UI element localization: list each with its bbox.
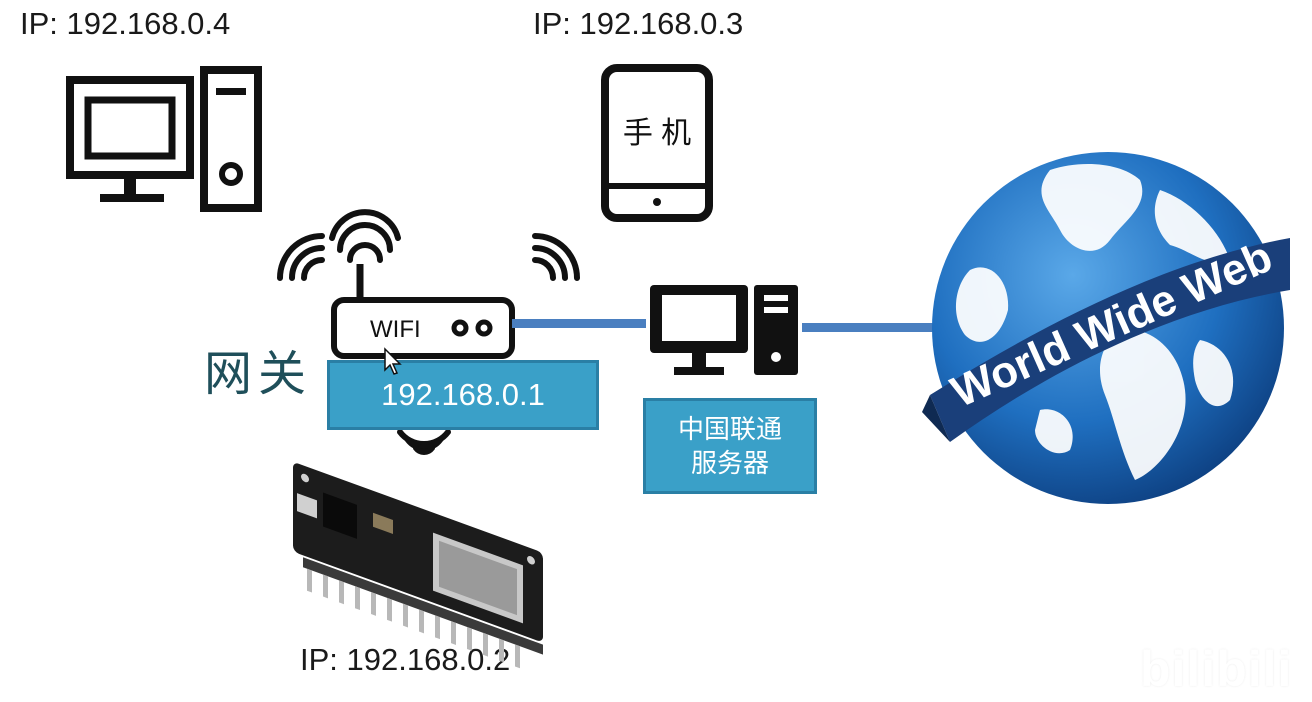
nodemcu-board-icon xyxy=(293,463,543,669)
wifi-waves-left-icon xyxy=(277,233,325,281)
router-server-link xyxy=(512,319,646,328)
mouse-cursor-icon xyxy=(384,347,402,375)
desktop-ip-label: IP: 192.168.0.4 xyxy=(20,6,231,41)
gateway-ip-text: 192.168.0.1 xyxy=(381,377,545,412)
bilibili-watermark: bilibili xyxy=(1140,641,1293,697)
wifi-waves-right-icon xyxy=(532,233,580,281)
gateway-ip-box: 192.168.0.1 xyxy=(327,360,599,430)
phone-label: 手 机 xyxy=(622,117,692,150)
board-ip-label: IP: 192.168.0.2 xyxy=(300,642,511,677)
desktop-computer-icon xyxy=(66,66,262,212)
server-computer-icon xyxy=(650,285,798,375)
isp-server-line2: 服务器 xyxy=(690,448,769,478)
router-icon xyxy=(331,264,515,359)
world-wide-web-globe-icon: World Wide Web xyxy=(922,152,1290,504)
phone-icon xyxy=(601,64,713,222)
isp-server-box: 中国联通 服务器 xyxy=(643,398,817,494)
server-internet-link xyxy=(802,323,942,332)
gateway-label: 网关 xyxy=(204,346,313,402)
wifi-waves-top-icon xyxy=(329,209,401,263)
wifi-waves-bottom-icon xyxy=(397,429,451,455)
isp-server-line1: 中国联通 xyxy=(677,414,782,444)
phone-ip-label: IP: 192.168.0.3 xyxy=(533,6,744,41)
router-label: WIFI xyxy=(370,316,421,343)
